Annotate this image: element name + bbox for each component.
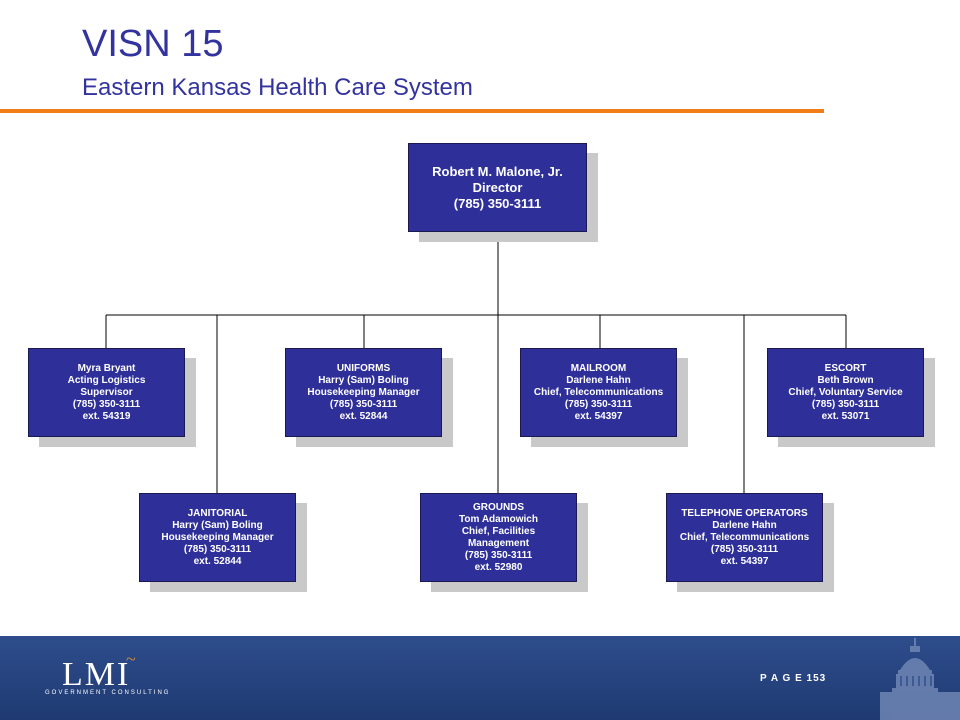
org-box-line: ext. 52844 — [193, 555, 242, 567]
org-box-line: Chief, Voluntary Service — [788, 386, 903, 398]
org-box-logistics: Myra Bryant Acting Logistics Supervisor … — [28, 348, 185, 437]
org-box-line: Myra Bryant — [77, 362, 136, 374]
org-box-line: Darlene Hahn — [712, 519, 777, 531]
org-box-line: (785) 350-3111 — [183, 543, 252, 555]
org-box-line: ESCORT — [824, 362, 867, 374]
org-box-line: ext. 52980 — [474, 561, 523, 573]
org-box-line: ext. 52844 — [339, 410, 388, 422]
director-name: Robert M. Malone, Jr. — [432, 163, 563, 179]
director-phone: (785) 350-3111 — [453, 195, 542, 211]
org-box-line: Harry (Sam) Boling — [172, 519, 263, 531]
org-connectors — [105, 232, 847, 493]
org-box-director: Robert M. Malone, Jr. Director (785) 350… — [408, 143, 587, 232]
org-box-line: GROUNDS — [472, 501, 525, 513]
org-box-telephone-operators: TELEPHONE OPERATORS Darlene Hahn Chief, … — [666, 493, 823, 582]
org-box-line: (785) 350-3111 — [464, 549, 533, 561]
org-box-uniforms: UNIFORMS Harry (Sam) Boling Housekeeping… — [285, 348, 442, 437]
org-box-line: Housekeeping Manager — [307, 386, 420, 398]
org-box-line: ext. 54319 — [82, 410, 131, 422]
org-box-line: Harry (Sam) Boling — [318, 374, 409, 386]
org-box-line: UNIFORMS — [336, 362, 391, 374]
org-box-line: ext. 54397 — [720, 555, 769, 567]
org-box-line: JANITORIAL — [187, 507, 248, 519]
org-box-line: ext. 54397 — [574, 410, 623, 422]
header-rule — [0, 109, 824, 113]
footer-bar — [0, 636, 960, 720]
org-box-line: Acting Logistics — [67, 374, 146, 386]
org-box-line: Management — [467, 537, 530, 549]
org-box-line: Housekeeping Manager — [161, 531, 274, 543]
logo-tilde-icon: ~ — [126, 649, 136, 669]
org-box-line: MAILROOM — [570, 362, 627, 374]
org-box-janitorial: JANITORIAL Harry (Sam) Boling Housekeepi… — [139, 493, 296, 582]
org-box-line: Darlene Hahn — [566, 374, 631, 386]
org-box-line: ext. 53071 — [821, 410, 870, 422]
org-box-line: Chief, Telecommunications — [533, 386, 664, 398]
page-subtitle: Eastern Kansas Health Care System — [82, 74, 473, 101]
org-box-line: Chief, Telecommunications — [679, 531, 810, 543]
org-box-line: (785) 350-3111 — [710, 543, 779, 555]
capitol-dome-icon — [880, 638, 960, 720]
org-box-line: (785) 350-3111 — [72, 398, 141, 410]
org-box-line: Chief, Facilities — [461, 525, 536, 537]
org-box-grounds: GROUNDS Tom Adamowich Chief, Facilities … — [420, 493, 577, 582]
lmi-logo: LMI — [62, 656, 131, 693]
org-box-line: Supervisor — [80, 386, 133, 398]
org-box-line: Tom Adamowich — [459, 513, 538, 525]
org-box-line: Beth Brown — [817, 374, 874, 386]
page-number: P A G E 153 — [760, 673, 827, 684]
org-box-line: (785) 350-3111 — [811, 398, 880, 410]
org-box-line: (785) 350-3111 — [329, 398, 398, 410]
org-box-line: TELEPHONE OPERATORS — [681, 507, 808, 519]
org-box-line: (785) 350-3111 — [564, 398, 633, 410]
page-title: VISN 15 — [82, 23, 224, 65]
director-title: Director — [472, 179, 523, 195]
org-box-escort: ESCORT Beth Brown Chief, Voluntary Servi… — [767, 348, 924, 437]
org-box-mailroom: MAILROOM Darlene Hahn Chief, Telecommuni… — [520, 348, 677, 437]
logo-tagline: GOVERNMENT CONSULTING — [45, 690, 171, 696]
